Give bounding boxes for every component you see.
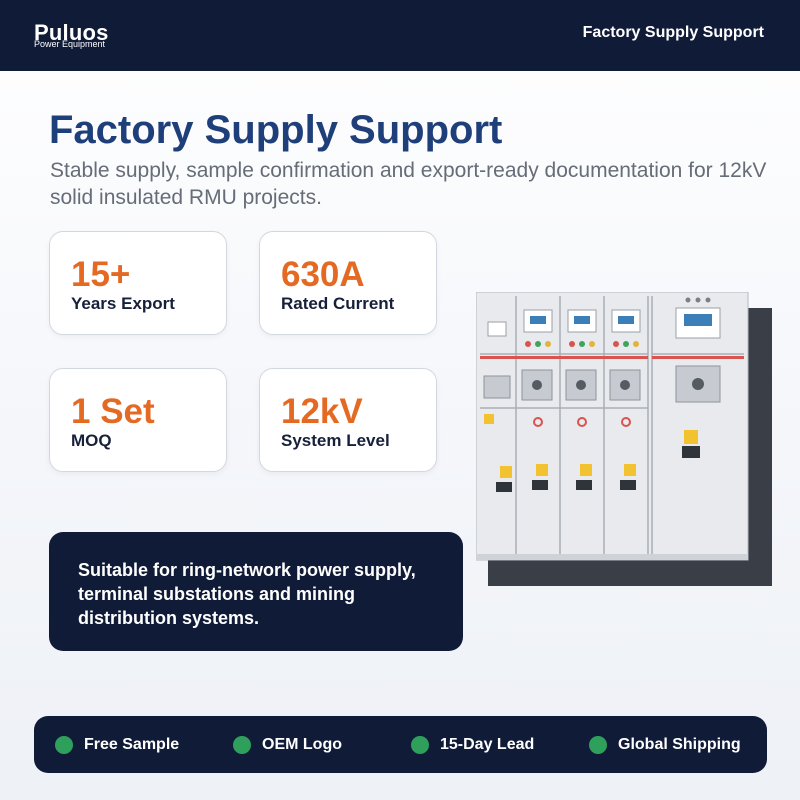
stat-card-rated-current: 630A Rated Current [259, 231, 437, 335]
green-dot-icon [55, 736, 73, 754]
stat-label: Years Export [71, 294, 175, 313]
brand-logo[interactable]: Puluos [34, 20, 109, 45]
stat-value: 15+ [71, 255, 131, 294]
stat-value: 12kV [281, 392, 363, 431]
application-note: Suitable for ring-network power supply, … [49, 532, 463, 651]
feature-label: Global Shipping [618, 736, 741, 753]
top-bar: Puluos Power Equipment Factory Supply Su… [0, 0, 800, 71]
feature-oem-logo: OEM Logo [233, 735, 342, 755]
stat-card-system-level: 12kV System Level [259, 368, 437, 472]
green-dot-icon [589, 736, 607, 754]
stat-card-moq: 1 Set MOQ [49, 368, 227, 472]
green-dot-icon [411, 736, 429, 754]
feature-free-sample: Free Sample [55, 735, 179, 755]
feature-bar: Free Sample OEM Logo 15-Day Lead Global … [34, 716, 767, 773]
stat-card-years-export: 15+ Years Export [49, 231, 227, 335]
stat-label: System Level [281, 431, 390, 450]
feature-label: OEM Logo [262, 736, 342, 753]
green-dot-icon [233, 736, 251, 754]
page-subtitle: Stable supply, sample confirmation and e… [50, 159, 767, 209]
switchgear-cabinet-image [475, 291, 772, 586]
feature-global-shipping: Global Shipping [589, 735, 741, 755]
stat-label: Rated Current [281, 294, 395, 313]
feature-label: 15-Day Lead [440, 736, 535, 753]
application-note-text: Suitable for ring-network power supply, … [78, 560, 416, 628]
page-title: Factory Supply Support [49, 108, 503, 152]
top-bar-title: Factory Supply Support [582, 24, 764, 41]
stat-label: MOQ [71, 431, 112, 450]
feature-label: Free Sample [84, 736, 180, 753]
stat-value: 1 Set [71, 392, 155, 431]
brand-tagline: Power Equipment [34, 39, 106, 49]
feature-lead-time: 15-Day Lead [411, 735, 534, 755]
stat-value: 630A [281, 255, 365, 294]
